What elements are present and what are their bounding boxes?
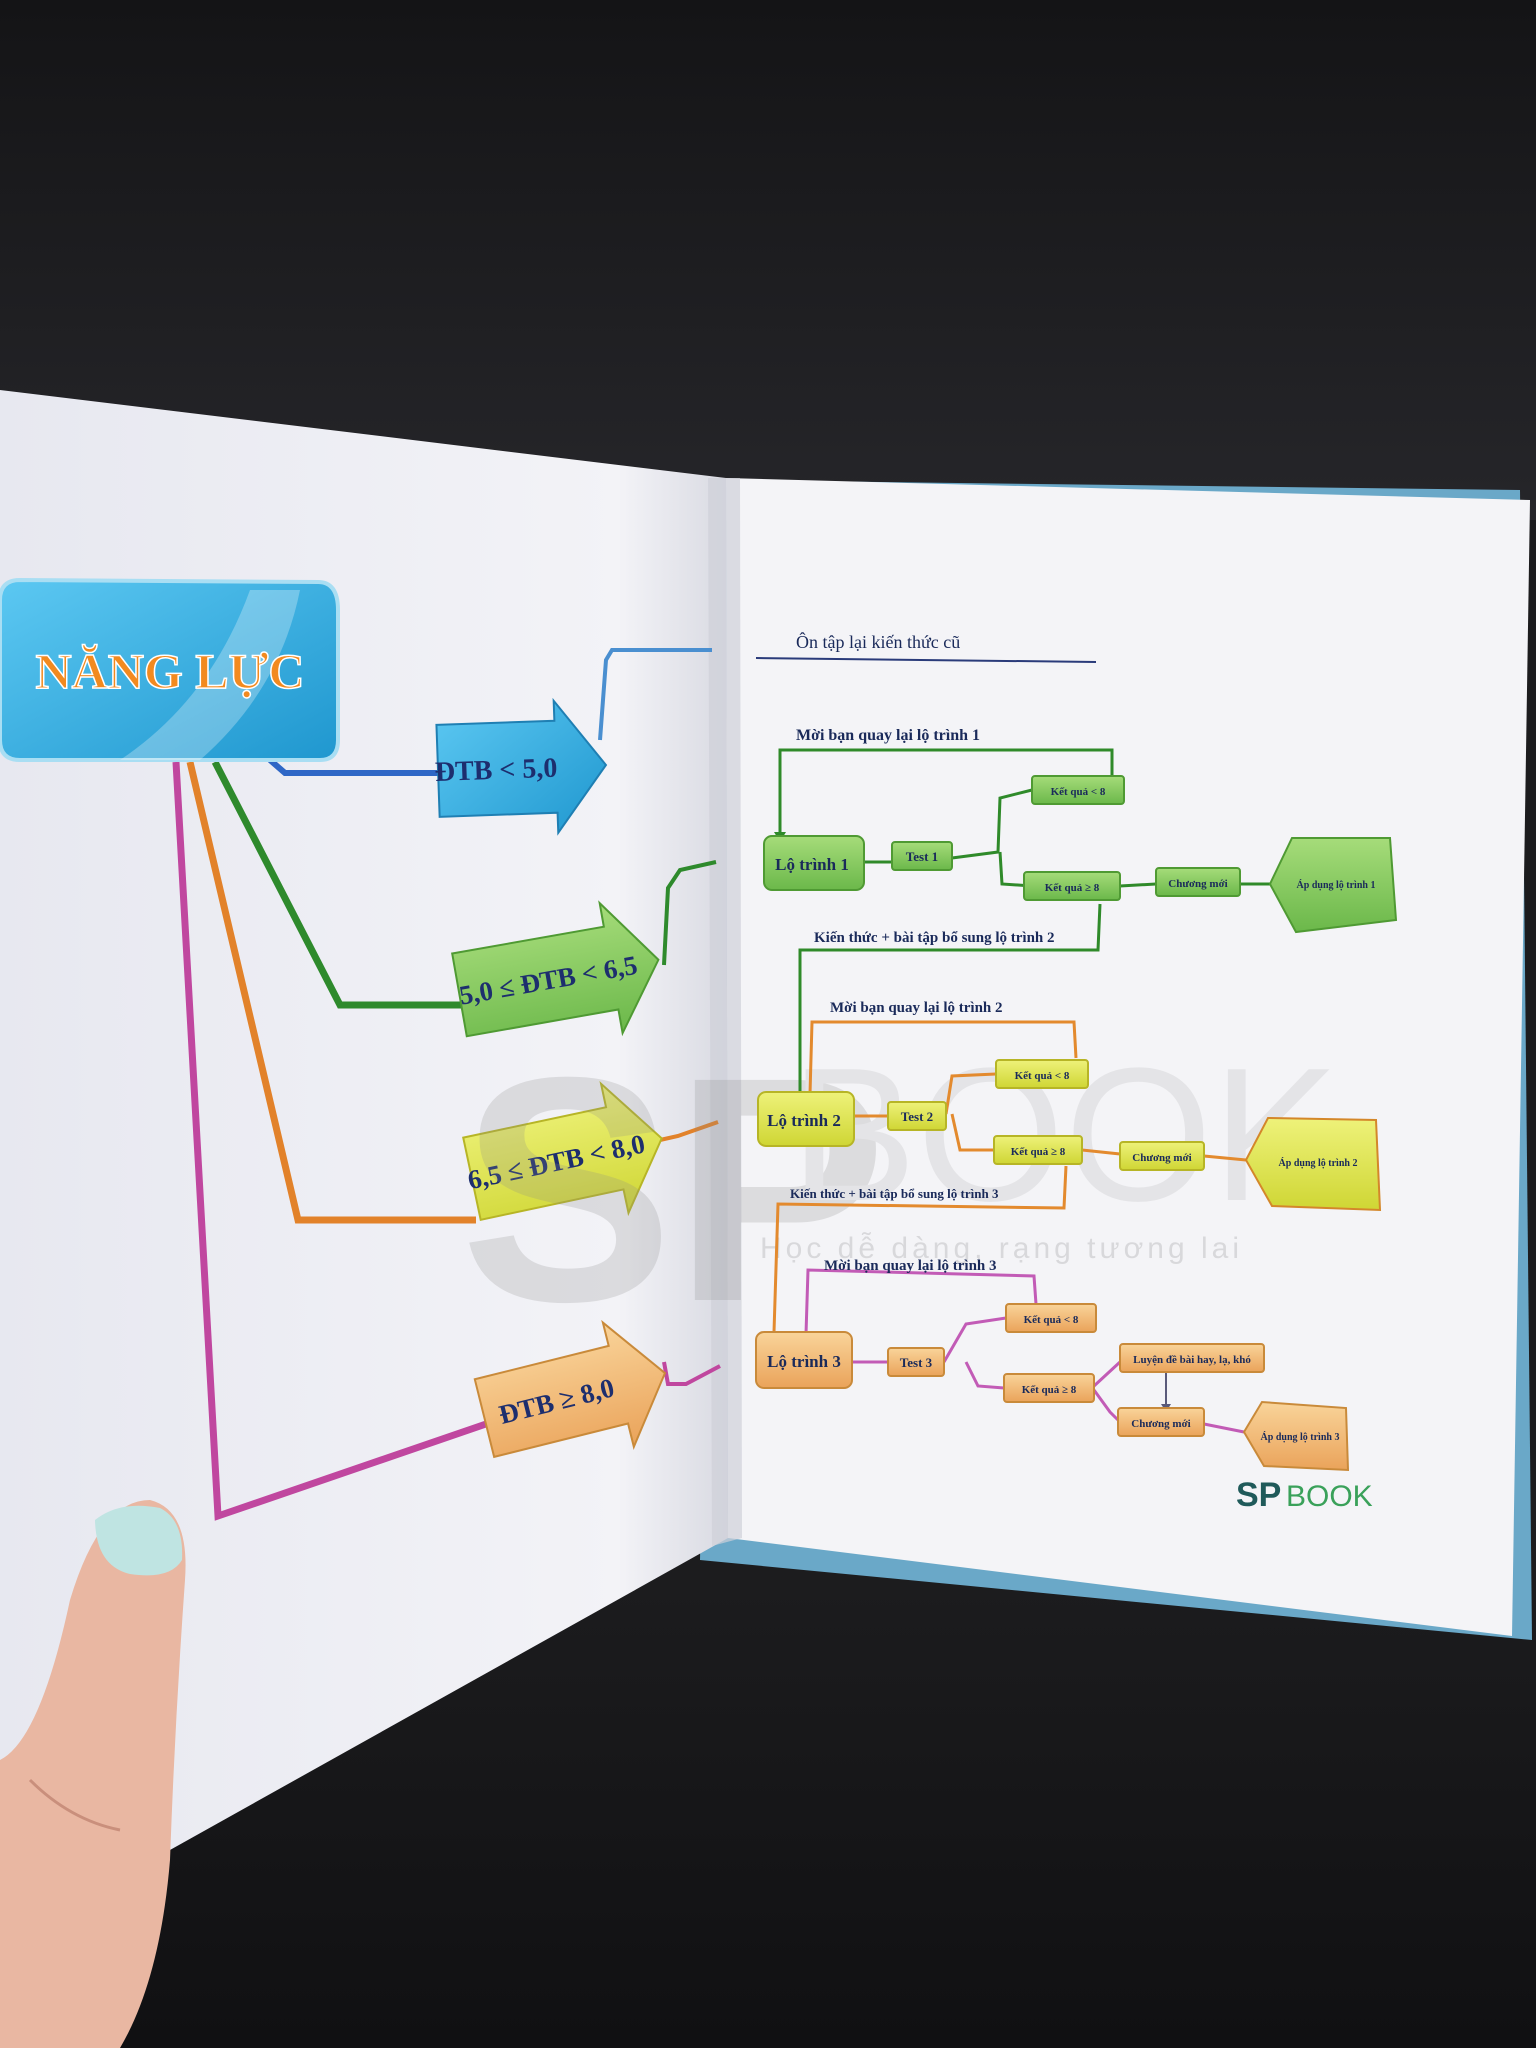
test-3-box — [887, 1347, 945, 1377]
route-2-result-ge-box — [993, 1135, 1083, 1165]
test-1-box — [891, 841, 953, 871]
test-3-label: Test 3 — [900, 1355, 933, 1370]
route-2-next-box — [1119, 1141, 1205, 1171]
branch-line-orange — [186, 761, 476, 1224]
logo-book: BOOK — [1286, 1480, 1373, 1513]
route-3-box — [755, 1331, 853, 1389]
route-1-result-lt-box — [1031, 775, 1125, 805]
route-1-flow: Mời bạn quay lại lộ trình 1 Kiến thức + … — [763, 727, 1398, 1100]
header-underline — [755, 657, 1097, 663]
route-3-flow: Mời bạn quay lại lộ trình 3 Lộ trình 3 T… — [755, 1258, 1350, 1472]
spbook-logo: SP BOOK — [1236, 1476, 1373, 1514]
branch-label-1: ĐTB < 5,0 — [434, 753, 558, 788]
route-1-label: Lộ trình 1 — [775, 855, 849, 874]
branch-arrow-4: ĐTB ≥ 8,0 — [473, 1319, 667, 1459]
right-page — [726, 478, 1530, 1636]
branch-line-blue — [268, 757, 440, 776]
logo-sp: SP — [1236, 1476, 1281, 1514]
route-3-loop-label: Mời bạn quay lại lộ trình 3 — [824, 1258, 997, 1274]
route-2-result-ge: Kết quả ≥ 8 — [1011, 1146, 1066, 1158]
spine-shadow — [708, 478, 742, 1546]
section-header: Ôn tập lại kiến thức cũ — [796, 631, 960, 652]
route-1-apply: Áp dụng lộ trình 1 — [1297, 879, 1376, 891]
watermark-sp: SP — [460, 1010, 887, 1368]
branch-line-green — [211, 760, 462, 1009]
route-2-apply-box — [1244, 1116, 1382, 1212]
test-2-label: Test 2 — [901, 1109, 933, 1124]
route-1-next-box — [1155, 867, 1241, 897]
route-3-apply: Áp dụng lộ trình 3 — [1261, 1431, 1340, 1443]
test-2-box — [887, 1101, 947, 1131]
route-3-result-lt-box — [1005, 1303, 1097, 1333]
route-1-box — [763, 835, 865, 891]
holding-hand — [0, 1500, 186, 2048]
test-1-label: Test 1 — [906, 849, 938, 864]
route-2-apply: Áp dụng lộ trình 2 — [1279, 1157, 1358, 1169]
main-label-text: NĂNG LỰC — [36, 643, 305, 699]
main-label-box: NĂNG LỰC — [0, 577, 340, 762]
branch-arrow-2: 5,0 ≤ ĐTB < 6,5 — [451, 900, 660, 1038]
route-1-next: Chương mới — [1168, 878, 1227, 890]
route-2-result-lt: Kết quả < 8 — [1015, 1070, 1070, 1082]
branch-line-blue-out — [598, 648, 712, 741]
route-3-apply-box — [1242, 1400, 1350, 1472]
route-1-loop-label: Mời bạn quay lại lộ trình 1 — [796, 727, 980, 744]
branch-line-orange-out — [659, 1120, 719, 1142]
watermark-slogan: Học dễ dàng, rạng tương lai — [760, 1232, 1243, 1265]
branch-arrow-1: ĐTB < 5,0 — [434, 697, 608, 836]
route-1-supplement: Kiến thức + bài tập bổ sung lộ trình 2 — [814, 930, 1055, 946]
route-2-label: Lộ trình 2 — [767, 1111, 841, 1130]
branch-arrow-3: 6,5 ≤ ĐTB < 8,0 — [462, 1080, 663, 1221]
route-2-result-lt-box — [995, 1059, 1089, 1089]
route-2-supplement: Kiến thức + bài tập bổ sung lộ trình 3 — [790, 1186, 999, 1201]
route-3-result-ge: Kết quả ≥ 8 — [1022, 1384, 1077, 1396]
route-2-box — [757, 1091, 855, 1147]
branch-line-pink — [172, 761, 488, 1521]
route-1-result-ge: Kết quả ≥ 8 — [1045, 882, 1100, 894]
route-2-flow: Mời bạn quay lại lộ trình 2 Kiến thức + … — [757, 1000, 1382, 1333]
route-3-next-box — [1117, 1407, 1205, 1437]
route-3-practice: Luyện đề bài hay, lạ, khó — [1133, 1354, 1251, 1366]
route-3-practice-box — [1119, 1343, 1265, 1373]
route-2-loop-label: Mời bạn quay lại lộ trình 2 — [830, 1000, 1003, 1016]
route-2-next: Chương mới — [1132, 1152, 1191, 1164]
route-3-label: Lộ trình 3 — [767, 1352, 841, 1371]
route-3-result-ge-box — [1003, 1373, 1095, 1403]
route-1-apply-box — [1268, 837, 1398, 934]
route-1-result-ge-box — [1023, 871, 1121, 901]
route-3-next: Chương mới — [1131, 1418, 1190, 1430]
sp-watermark: SP BOOK Học dễ dàng, rạng tương lai — [460, 1010, 1339, 1368]
route-3-result-lt: Kết quả < 8 — [1024, 1314, 1079, 1326]
branch-line-green-out — [662, 860, 717, 966]
route-1-result-lt: Kết quả < 8 — [1051, 786, 1106, 798]
